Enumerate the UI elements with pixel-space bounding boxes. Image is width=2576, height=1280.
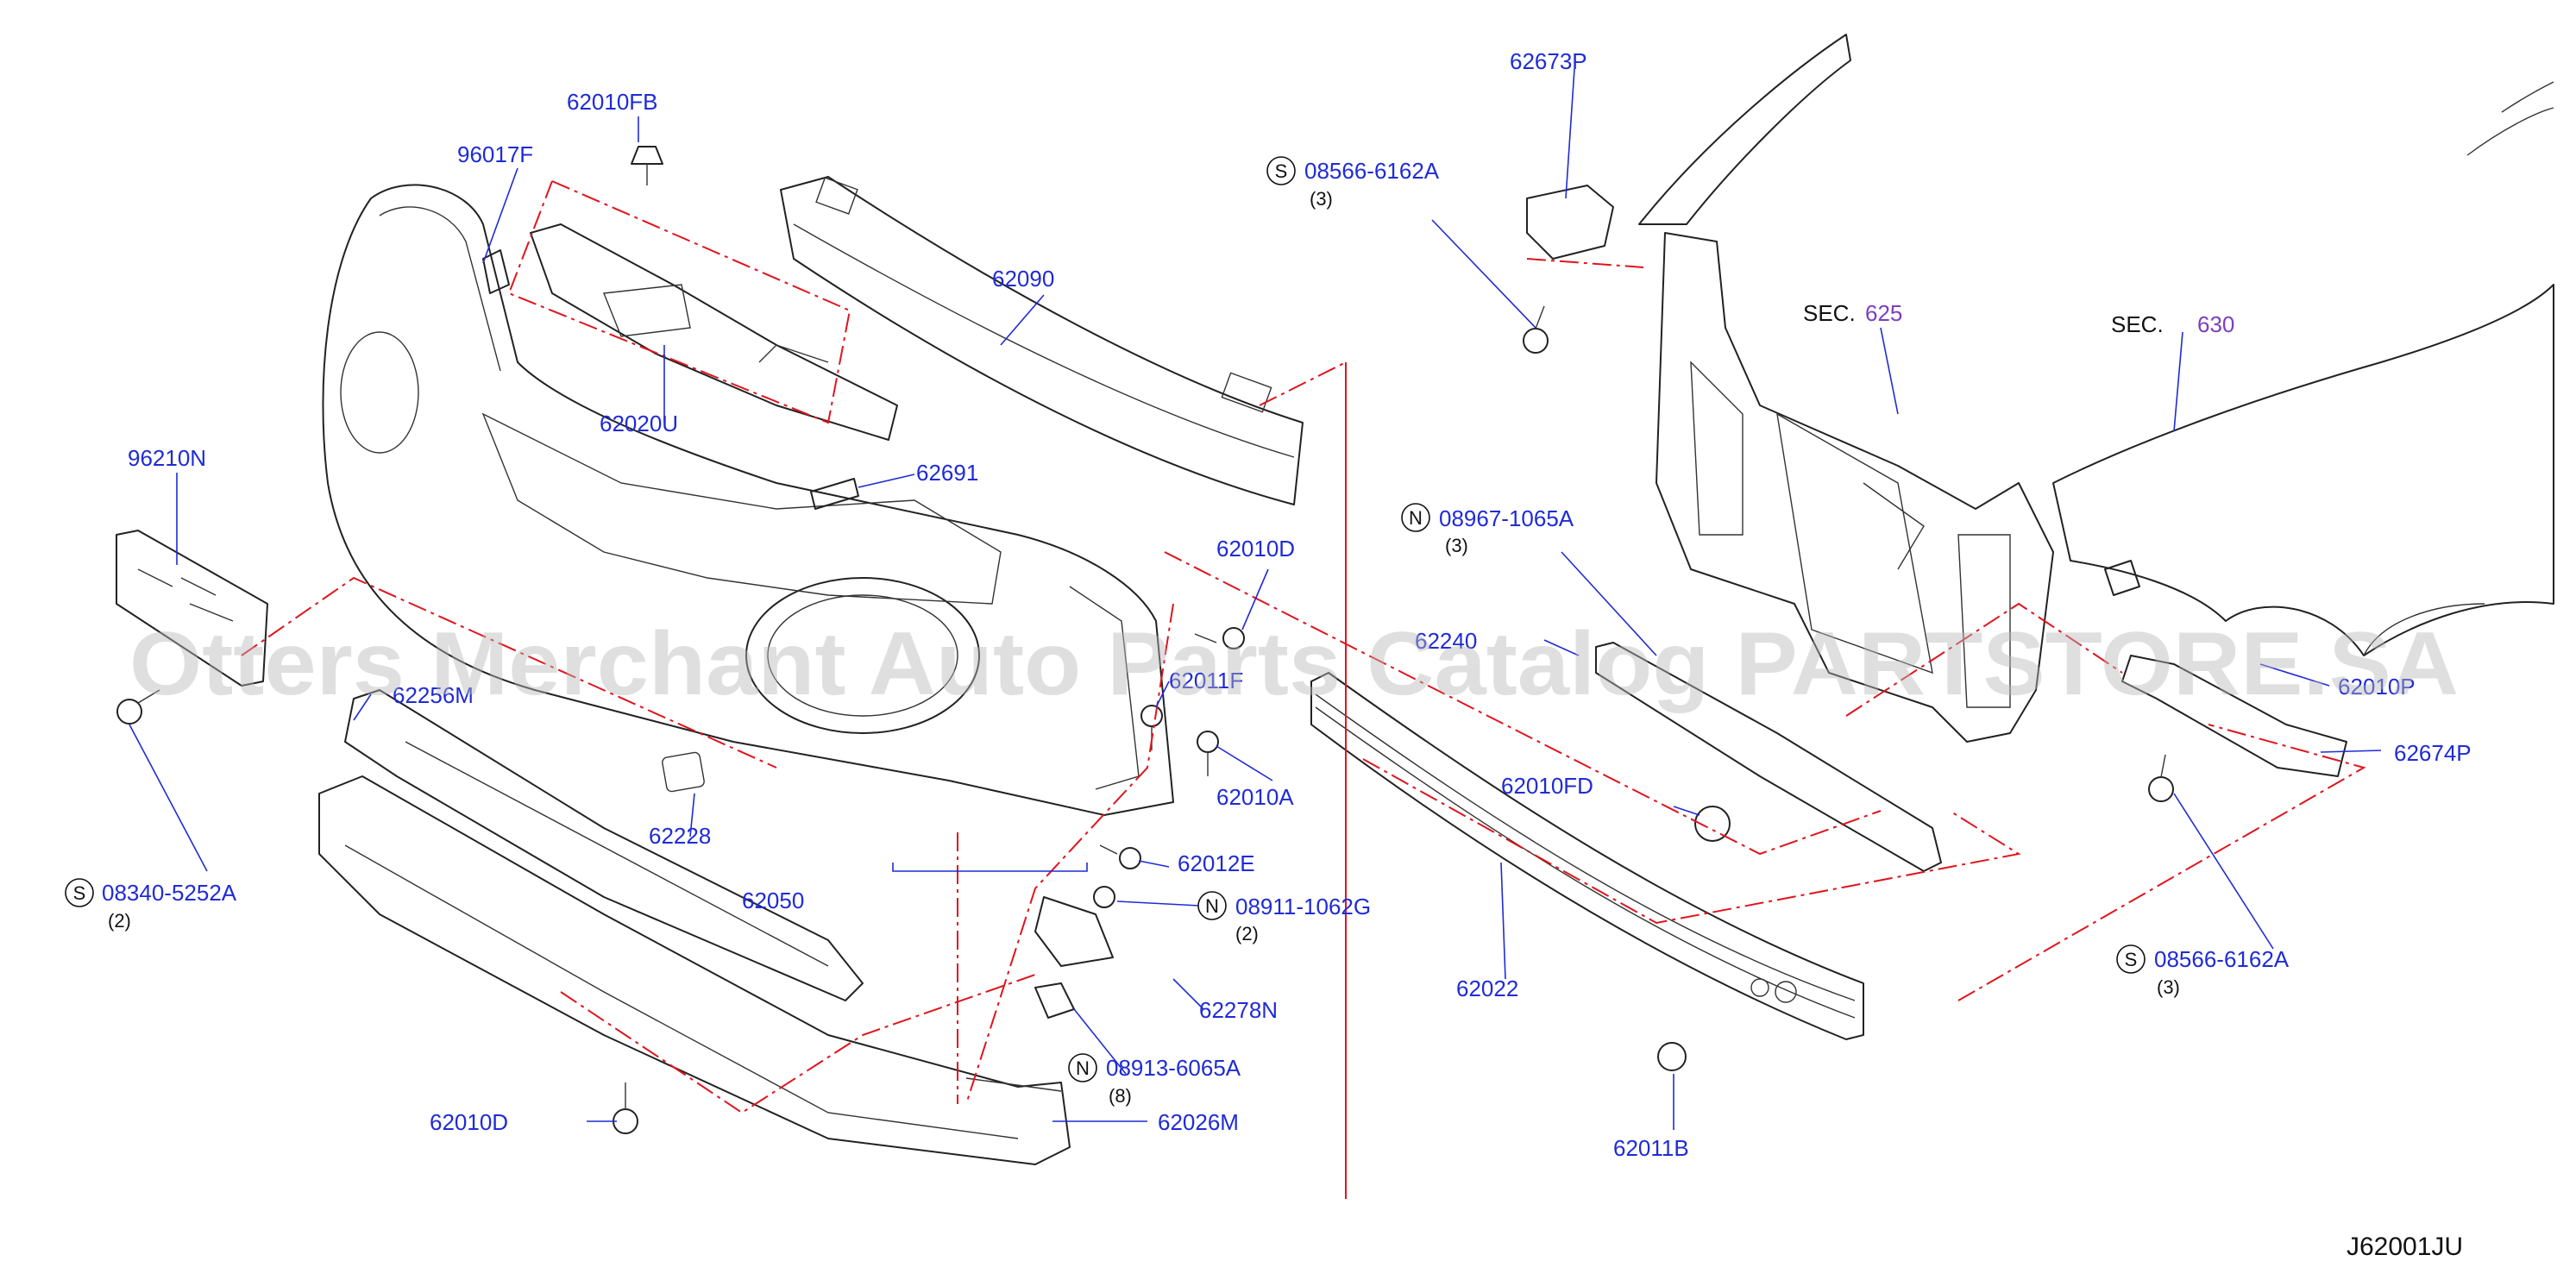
part-number: 08967-1065A (1439, 505, 1574, 531)
reinforcement-62022 (1310, 672, 1864, 1040)
label-62090: 62090 (992, 266, 1054, 292)
label-62011B: 62011B (1613, 1135, 1689, 1161)
label-62256M: 62256M (393, 682, 474, 708)
watermark: Otters Merchant Auto Parts Catalog PARTS… (129, 614, 2459, 714)
label-62691: 62691 (916, 460, 978, 486)
quantity: (8) (1109, 1085, 1132, 1107)
label-62010D-bottom: 62010D (430, 1109, 508, 1135)
bracket-96210N (116, 530, 268, 687)
label-62673P: 62673P (1510, 48, 1587, 74)
quantity: (3) (2157, 976, 2180, 998)
fastener-callout-08967-1065A: N 08967-1065A (3) (1401, 503, 1574, 556)
label-62020U: 62020U (600, 411, 678, 436)
label-62011F: 62011F (1169, 668, 1243, 693)
label-96210N: 96210N (128, 445, 206, 471)
diagram-code: J62001JU (2347, 1233, 2463, 1261)
fastener-callout-08566-6162A-bottom: S 08566-6162A (3) (2116, 944, 2290, 998)
part-number: 08340-5252A (102, 880, 237, 906)
fender-sec630 (2052, 81, 2554, 656)
lower-grille-62256M (344, 689, 864, 1001)
symbol-s: S (2125, 949, 2138, 970)
label-62012E: 62012E (1178, 850, 1255, 876)
label-62010P: 62010P (2338, 674, 2416, 700)
fastener-callout-08913-6065A: N 08913-6065A (8) (1068, 1053, 1241, 1107)
label-62010FB: 62010FB (567, 89, 658, 115)
radiator-core-support (1638, 34, 2054, 743)
quantity: (2) (1235, 923, 1259, 944)
upper-cover-62020U (530, 223, 898, 441)
fastener-callout-08566-6162A-top: S 08566-6162A (3) (1266, 156, 1440, 210)
label-62026M: 62026M (1158, 1109, 1239, 1135)
label-62010A: 62010A (1216, 784, 1294, 810)
symbol-s: S (1275, 160, 1288, 182)
lower-spoiler-62026M (318, 775, 1071, 1165)
sec-625-prefix: SEC. (1803, 300, 1856, 326)
fastener-callout-08911-1062G: N 08911-1062G (2) (1197, 891, 1371, 944)
symbol-s: S (73, 882, 86, 904)
bumper-fascia-62050 (322, 184, 1174, 816)
symbol-n: N (1409, 507, 1423, 529)
part-number: 08913-6065A (1106, 1055, 1241, 1081)
label-62228: 62228 (649, 823, 711, 849)
absorber-62090 (780, 176, 1304, 505)
label-62022: 62022 (1456, 976, 1518, 1001)
sec-630-prefix: SEC. (2111, 311, 2164, 337)
quantity: (3) (1445, 535, 1468, 556)
label-62010FD: 62010FD (1501, 773, 1593, 799)
label-62278N: 62278N (1199, 997, 1278, 1023)
label-62010D-top: 62010D (1216, 536, 1295, 562)
fastener-callout-08340-5252A: S 08340-5252A (2) (65, 878, 237, 932)
label-62674P: 62674P (2394, 740, 2472, 766)
label-62240: 62240 (1415, 628, 1477, 654)
sec-630-number: 630 (2197, 311, 2234, 337)
label-96017F: 96017F (457, 141, 533, 167)
quantity: (2) (108, 910, 131, 932)
label-62050: 62050 (742, 888, 804, 913)
symbol-n: N (1076, 1057, 1090, 1079)
assembly-guides (241, 180, 2366, 1199)
symbol-n: N (1205, 895, 1219, 917)
sec-625-number: 625 (1865, 300, 1902, 326)
stay-62240 (1595, 642, 1942, 872)
leader-lines (129, 68, 2382, 1130)
part-number: 08566-6162A (1304, 158, 1440, 184)
part-number: 08911-1062G (1235, 894, 1371, 919)
part-number: 08566-6162A (2154, 946, 2290, 972)
quantity: (3) (1310, 188, 1333, 210)
part-labels: 62010FB 96017F 62090 62020U 96210N 62691… (128, 48, 2472, 1161)
brackets-62673P-62674P (1526, 185, 2347, 777)
section-refs: SEC. 625 SEC. 630 (1803, 300, 2234, 337)
